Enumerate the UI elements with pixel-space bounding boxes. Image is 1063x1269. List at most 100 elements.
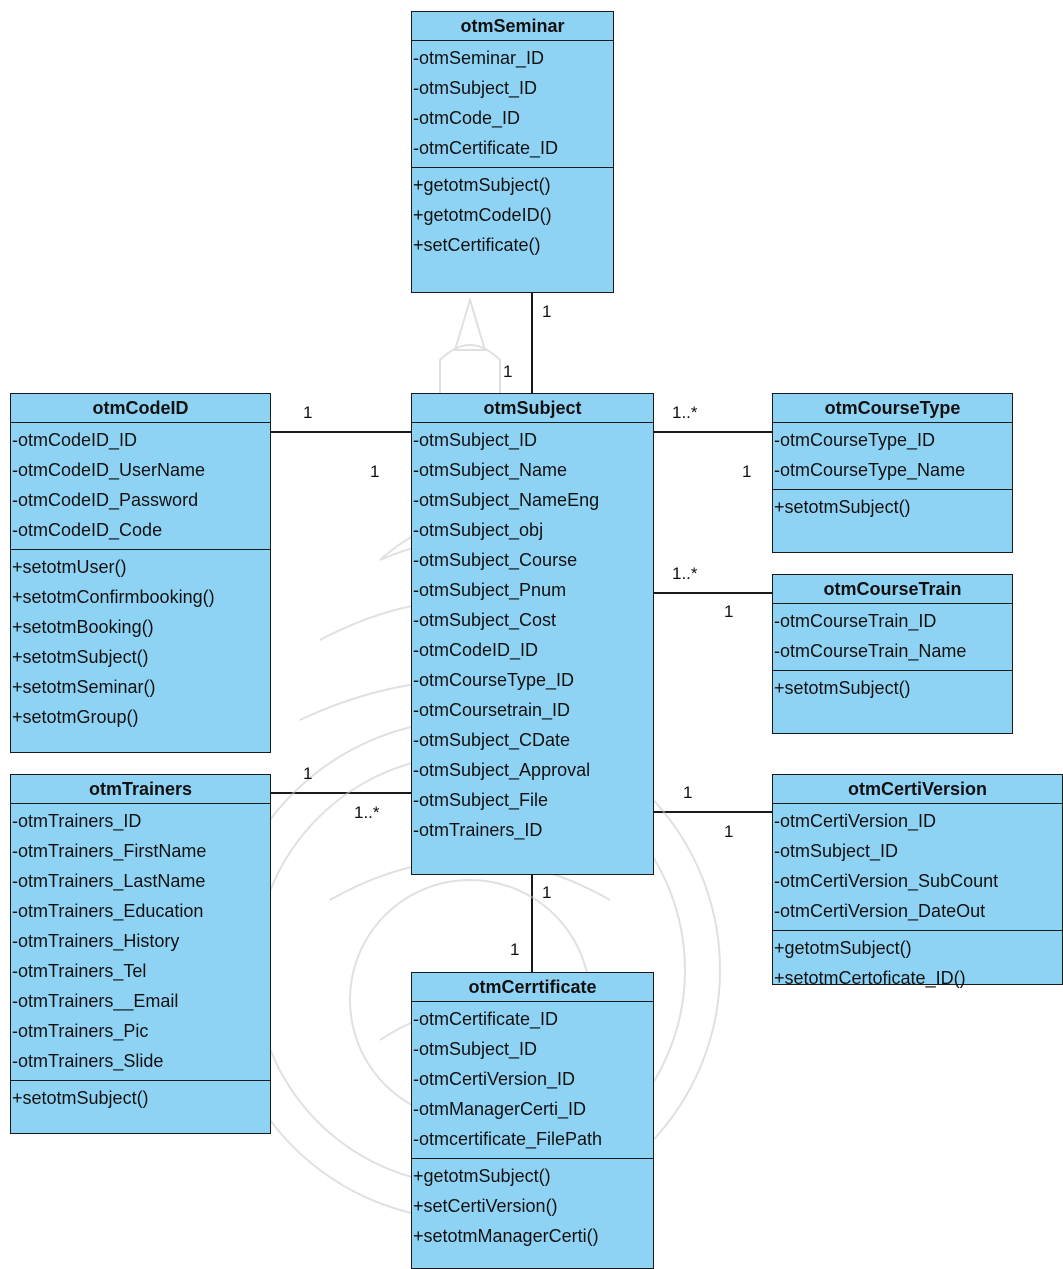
attributes-section: -otmCertiVersion_ID -otmSubject_ID -otmC… — [773, 804, 1062, 931]
operation: +setotmBooking() — [12, 617, 154, 637]
operations-section: +getotmSubject() +getotmCodeID() +setCer… — [412, 168, 613, 264]
attribute: -otmCodeID_UserName — [12, 460, 206, 480]
attributes-section: -otmCodeID_ID -otmCodeID_UserName -otmCo… — [11, 423, 270, 550]
attribute: -otmSubject_NameEng — [413, 490, 600, 510]
operations-section: +setotmSubject() — [773, 490, 1012, 526]
attribute: -otmSubject_obj — [413, 520, 544, 540]
multiplicity-label: 1 — [742, 462, 752, 481]
attribute: -otmSubject_Pnum — [413, 580, 567, 600]
class-name: otmTrainers — [11, 775, 270, 804]
class-otmcertificate: otmCerrtificate -otmCertificate_ID -otmS… — [411, 972, 654, 1269]
operation: +getotmSubject() — [413, 175, 551, 195]
attributes-section: -otmSubject_ID -otmSubject_Name -otmSubj… — [412, 423, 653, 849]
operation: +setotmGroup() — [12, 707, 139, 727]
attribute: -otmCourseType_Name — [774, 460, 966, 480]
class-name: otmCourseType — [773, 394, 1012, 423]
class-name: otmCodeID — [11, 394, 270, 423]
class-name: otmCourseTrain — [773, 575, 1012, 604]
class-otmseminar: otmSeminar -otmSeminar_ID -otmSubject_ID… — [411, 11, 614, 293]
operation: +setotmUser() — [12, 557, 127, 577]
multiplicity-label: 1 — [503, 362, 513, 381]
attribute: -otmSubject_CDate — [413, 730, 571, 750]
attribute: -otmCourseType_ID — [413, 670, 575, 690]
attribute: -otmCourseTrain_Name — [774, 641, 967, 661]
attributes-section: -otmCourseTrain_ID -otmCourseTrain_Name — [773, 604, 1012, 671]
operation: +setotmCertoficate_ID() — [774, 968, 966, 988]
class-name: otmSubject — [412, 394, 653, 423]
class-otmtrainers: otmTrainers -otmTrainers_ID -otmTrainers… — [10, 774, 271, 1134]
attribute: -otmSeminar_ID — [413, 48, 545, 68]
attribute: -otmCertiVersion_DateOut — [774, 901, 986, 921]
attribute: -otmCodeID_ID — [413, 640, 539, 660]
attributes-section: -otmCertificate_ID -otmSubject_ID -otmCe… — [412, 1002, 653, 1159]
attribute: -otmSubject_Approval — [413, 760, 591, 780]
attribute: -otmCoursetrain_ID — [413, 700, 571, 720]
operations-section: +setotmUser() +setotmConfirmbooking() +s… — [11, 550, 270, 736]
multiplicity-label: 1 — [542, 302, 552, 321]
operation: +setCertiVersion() — [413, 1196, 558, 1216]
operations-section: +getotmSubject() +setotmCertoficate_ID() — [773, 931, 1062, 997]
attribute: -otmSubject_Name — [413, 460, 568, 480]
class-name: otmCertiVersion — [773, 775, 1062, 804]
multiplicity-label: 1..* — [672, 564, 698, 583]
attribute: -otmTrainers_Tel — [12, 961, 147, 981]
attribute: -otmCodeID_ID — [12, 430, 138, 450]
attribute: -otmTrainers_Slide — [12, 1051, 164, 1071]
attributes-section: -otmSeminar_ID -otmSubject_ID -otmCode_I… — [412, 41, 613, 168]
multiplicity-label: 1..* — [672, 403, 698, 422]
operations-section: +getotmSubject() +setCertiVersion() +set… — [412, 1159, 653, 1255]
attribute: -otmManagerCerti_ID — [413, 1099, 587, 1119]
class-otmcertiversion: otmCertiVersion -otmCertiVersion_ID -otm… — [772, 774, 1063, 988]
attribute: -otmcertificate_FilePath — [413, 1129, 603, 1149]
attribute: -otmTrainers_Education — [12, 901, 204, 921]
attribute: -otmCertiVersion_SubCount — [774, 871, 999, 891]
class-otmsubject: otmSubject -otmSubject_ID -otmSubject_Na… — [411, 393, 654, 875]
operation: +setotmSeminar() — [12, 677, 156, 697]
attribute: -otmCourseTrain_ID — [774, 611, 937, 631]
attribute: -otmSubject_Cost — [413, 610, 557, 630]
operation: +setotmSubject() — [12, 1088, 149, 1108]
operation: +setotmManagerCerti() — [413, 1226, 599, 1246]
attribute: -otmTrainers_History — [12, 931, 180, 951]
attribute: -otmCertiVersion_ID — [774, 811, 937, 831]
operation: +setotmSubject() — [774, 497, 911, 517]
attribute: -otmSubject_Course — [413, 550, 578, 570]
multiplicity-label: 1 — [724, 822, 734, 841]
attributes-section: -otmTrainers_ID -otmTrainers_FirstName -… — [11, 804, 270, 1081]
attribute: -otmTrainers_ID — [413, 820, 543, 840]
attribute: -otmCodeID_Code — [12, 520, 163, 540]
attribute: -otmCertiVersion_ID — [413, 1069, 576, 1089]
attribute: -otmTrainers_ID — [12, 811, 142, 831]
attribute: -otmCodeID_Password — [12, 490, 199, 510]
attribute: -otmSubject_File — [413, 790, 549, 810]
multiplicity-label: 1 — [683, 783, 693, 802]
attribute: -otmSubject_ID — [413, 1039, 538, 1059]
attribute: -otmTrainers_FirstName — [12, 841, 207, 861]
operation: +setotmSubject() — [12, 647, 149, 667]
class-otmcoursetrain: otmCourseTrain -otmCourseTrain_ID -otmCo… — [772, 574, 1013, 734]
multiplicity-label: 1 — [542, 883, 552, 902]
attribute: -otmTrainers_LastName — [12, 871, 206, 891]
attribute: -otmCertificate_ID — [413, 138, 559, 158]
attributes-section: -otmCourseType_ID -otmCourseType_Name — [773, 423, 1012, 490]
class-otmcoursetype: otmCourseType -otmCourseType_ID -otmCour… — [772, 393, 1013, 553]
attribute: -otmTrainers_Pic — [12, 1021, 149, 1041]
multiplicity-label: 1 — [724, 602, 734, 621]
operation: +setCertificate() — [413, 235, 541, 255]
class-name: otmCerrtificate — [412, 973, 653, 1002]
multiplicity-label: 1 — [303, 764, 313, 783]
attribute: -otmTrainers__Email — [12, 991, 179, 1011]
attribute: -otmCourseType_ID — [774, 430, 936, 450]
operation: +getotmCodeID() — [413, 205, 552, 225]
multiplicity-label: 1 — [303, 403, 313, 422]
attribute: -otmSubject_ID — [413, 78, 538, 98]
attribute: -otmSubject_ID — [774, 841, 899, 861]
class-otmcodeid: otmCodeID -otmCodeID_ID -otmCodeID_UserN… — [10, 393, 271, 753]
multiplicity-label: 1 — [370, 462, 380, 481]
multiplicity-label: 1..* — [354, 803, 380, 822]
attribute: -otmCode_ID — [413, 108, 521, 128]
attribute: -otmCertificate_ID — [413, 1009, 559, 1029]
operation: +setotmConfirmbooking() — [12, 587, 215, 607]
operation: +getotmSubject() — [774, 938, 912, 958]
operations-section: +setotmSubject() — [11, 1081, 270, 1117]
